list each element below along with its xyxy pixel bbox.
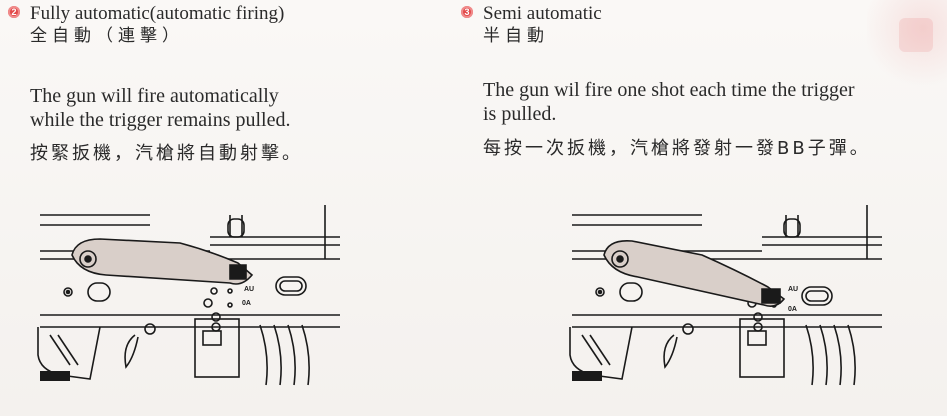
rifle-selector-diagram-icon: AU 0A [569, 205, 882, 386]
section-heading-en: Fully automatic(automatic firing) [30, 3, 285, 24]
description-line-1: The gun will fire automatically [30, 85, 279, 107]
section-number-badge: 2 [8, 6, 20, 18]
section-number-badge: 3 [461, 6, 473, 18]
section-heading-zh: 全自動（連擊） [30, 26, 184, 46]
mark-top: AU [244, 286, 254, 293]
selector-figure-automatic: AU 0A [30, 195, 340, 395]
description-line-2: is pulled. [483, 103, 557, 125]
selector-figure-semi: AU 0A [562, 195, 892, 395]
description-zh: 每按一次扳機，汽槍將發射一發BB子彈。 [483, 138, 871, 159]
mark-top: AU [788, 286, 798, 293]
seal-mark [899, 18, 933, 52]
corner-watermark [867, 0, 947, 110]
description-line-2: while the trigger remains pulled. [30, 109, 291, 131]
section-semi-automatic: 3 Semi automatic 半自動 The gun wil fire on… [455, 0, 947, 416]
mark-bottom: 0A [788, 306, 797, 313]
description-zh: 按緊扳機，汽槍將自動射擊。 [30, 143, 303, 164]
section-heading-zh: 半自動 [483, 26, 549, 46]
section-heading-en: Semi automatic [483, 3, 602, 24]
section-fully-automatic: 2 Fully automatic(automatic firing) 全自動（… [0, 0, 470, 416]
rifle-selector-diagram-icon: AU 0A [37, 205, 340, 386]
mark-bottom: 0A [242, 300, 251, 307]
description-line-1: The gun wil fire one shot each time the … [483, 79, 855, 101]
